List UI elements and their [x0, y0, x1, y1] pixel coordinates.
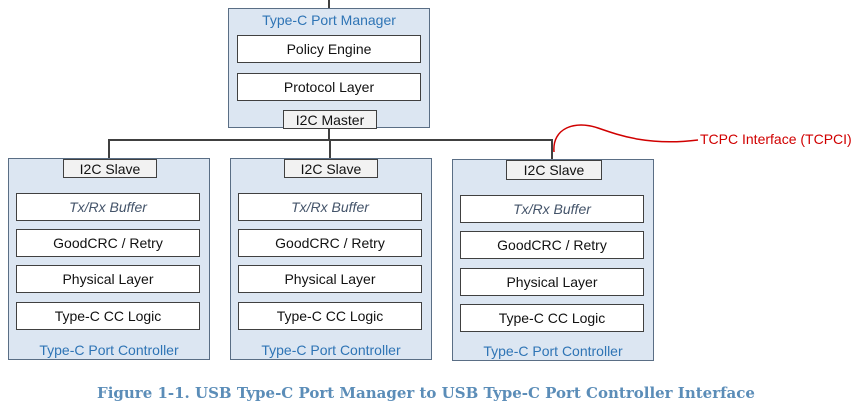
port-controller-title-3: Type-C Port Controller: [483, 343, 623, 359]
goodcrc-retry-block-2: GoodCRC / Retry: [238, 229, 422, 257]
i2c-slave-tab-1: I2C Slave: [63, 159, 157, 178]
i2c-master-tab: I2C Master: [283, 110, 377, 129]
port-controller-title-2: Type-C Port Controller: [261, 342, 401, 358]
protocol-layer-block: Protocol Layer: [237, 73, 421, 101]
i2c-slave-tab-2: I2C Slave: [284, 159, 378, 178]
port-manager-title: Type-C Port Manager: [262, 12, 396, 28]
port-controller-panel-3: I2C Slave Tx/Rx Buffer GoodCRC / Retry P…: [452, 159, 654, 361]
cc-logic-block-2: Type-C CC Logic: [238, 302, 422, 330]
txrx-buffer-block-3: Tx/Rx Buffer: [460, 195, 644, 223]
goodcrc-retry-block-3: GoodCRC / Retry: [460, 231, 644, 259]
txrx-buffer-block-1: Tx/Rx Buffer: [16, 193, 200, 221]
physical-layer-block-2: Physical Layer: [238, 265, 422, 293]
cc-logic-block-1: Type-C CC Logic: [16, 302, 200, 330]
policy-engine-block: Policy Engine: [237, 35, 421, 63]
port-controller-title-1: Type-C Port Controller: [39, 342, 179, 358]
bus-drop-3: [551, 139, 553, 160]
port-controller-panel-1: I2C Slave Tx/Rx Buffer GoodCRC / Retry P…: [8, 158, 210, 360]
manager-down-wire: [328, 128, 330, 140]
tcpci-interface-label: TCPC Interface (TCPCI): [700, 131, 852, 147]
top-stub-wire: [328, 0, 330, 9]
txrx-buffer-block-2: Tx/Rx Buffer: [238, 193, 422, 221]
figure-caption: Figure 1-1. USB Type-C Port Manager to U…: [97, 384, 755, 402]
physical-layer-block-3: Physical Layer: [460, 268, 644, 296]
bus-drop-1: [108, 139, 110, 159]
port-manager-panel: Type-C Port Manager Policy Engine Protoc…: [228, 8, 430, 129]
goodcrc-retry-block-1: GoodCRC / Retry: [16, 229, 200, 257]
i2c-slave-tab-3: I2C Slave: [506, 160, 602, 180]
cc-logic-block-3: Type-C CC Logic: [460, 304, 644, 332]
port-controller-panel-2: I2C Slave Tx/Rx Buffer GoodCRC / Retry P…: [230, 158, 432, 360]
physical-layer-block-1: Physical Layer: [16, 265, 200, 293]
bus-drop-2: [329, 139, 331, 159]
